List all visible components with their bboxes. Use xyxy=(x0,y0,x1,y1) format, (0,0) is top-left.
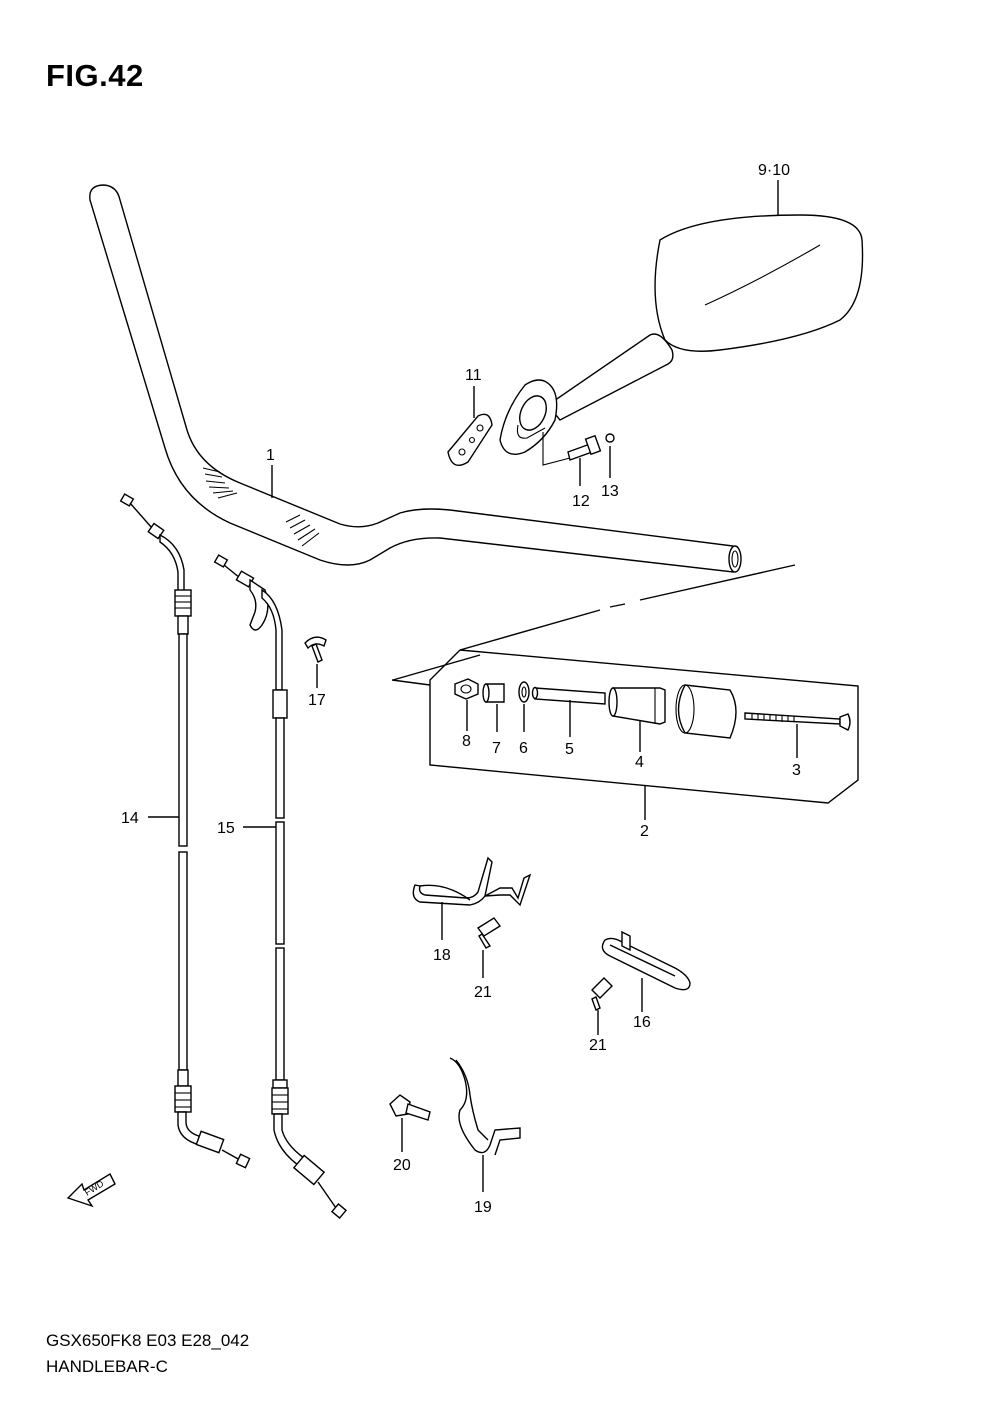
collar-part xyxy=(482,683,505,703)
callout-18: 18 xyxy=(433,947,451,964)
callout-11: 11 xyxy=(465,367,482,384)
mirror-part xyxy=(499,214,864,455)
leader-mirror-to-bolt xyxy=(542,432,571,466)
damper-rubber-part xyxy=(608,687,666,725)
cable-clamp-19-part xyxy=(449,1057,521,1156)
bolt-20-part xyxy=(389,1094,431,1121)
fwd-arrow-icon: FWD xyxy=(66,1173,116,1208)
throttle-cable-1-part xyxy=(119,493,251,1169)
callout-5: 5 xyxy=(565,741,574,758)
balancer-assembly-frame xyxy=(391,564,859,804)
washer-part xyxy=(605,433,615,443)
cable-clamp-16-part xyxy=(601,930,691,991)
footer-section-name: HANDLEBAR-C xyxy=(46,1357,168,1376)
callout-15: 15 xyxy=(217,820,235,837)
mirror-bracket-part xyxy=(447,413,493,466)
callout-20: 20 xyxy=(393,1157,411,1174)
callout-3: 3 xyxy=(792,762,801,779)
callout-8: 8 xyxy=(462,733,471,750)
callout-14: 14 xyxy=(121,810,139,827)
callout-2: 2 xyxy=(640,823,649,840)
figure-title: FIG.42 xyxy=(46,58,144,93)
callout-13: 13 xyxy=(601,483,619,500)
spacer-washer-part xyxy=(518,681,530,703)
shaft-part xyxy=(531,686,606,705)
callout-12: 12 xyxy=(572,493,590,510)
nut-part xyxy=(454,678,479,700)
callout-6: 6 xyxy=(519,740,528,757)
screw-17-part xyxy=(304,636,327,663)
mirror-bolt-part xyxy=(567,434,602,461)
callout-17: 17 xyxy=(308,692,326,709)
bolt-21b-part xyxy=(591,977,613,1011)
callout-1: 1 xyxy=(266,447,275,464)
callout-7: 7 xyxy=(492,740,501,757)
balancer-weight-part xyxy=(675,684,737,739)
footer-model-code: GSX650FK8 E03 E28_042 xyxy=(46,1331,250,1350)
callout-19: 19 xyxy=(474,1199,492,1216)
callout-4: 4 xyxy=(635,754,644,771)
cable-clamp-18-part xyxy=(412,856,532,907)
callout-16: 16 xyxy=(633,1014,651,1031)
throttle-cable-2-part xyxy=(213,554,348,1220)
long-screw-part xyxy=(744,712,851,731)
callout-21b: 21 xyxy=(589,1037,607,1054)
bolt-21a-part xyxy=(476,917,502,949)
callout-21a: 21 xyxy=(474,984,492,1001)
callout-9-10: 9·10 xyxy=(758,162,790,179)
handlebar-part xyxy=(89,184,742,573)
